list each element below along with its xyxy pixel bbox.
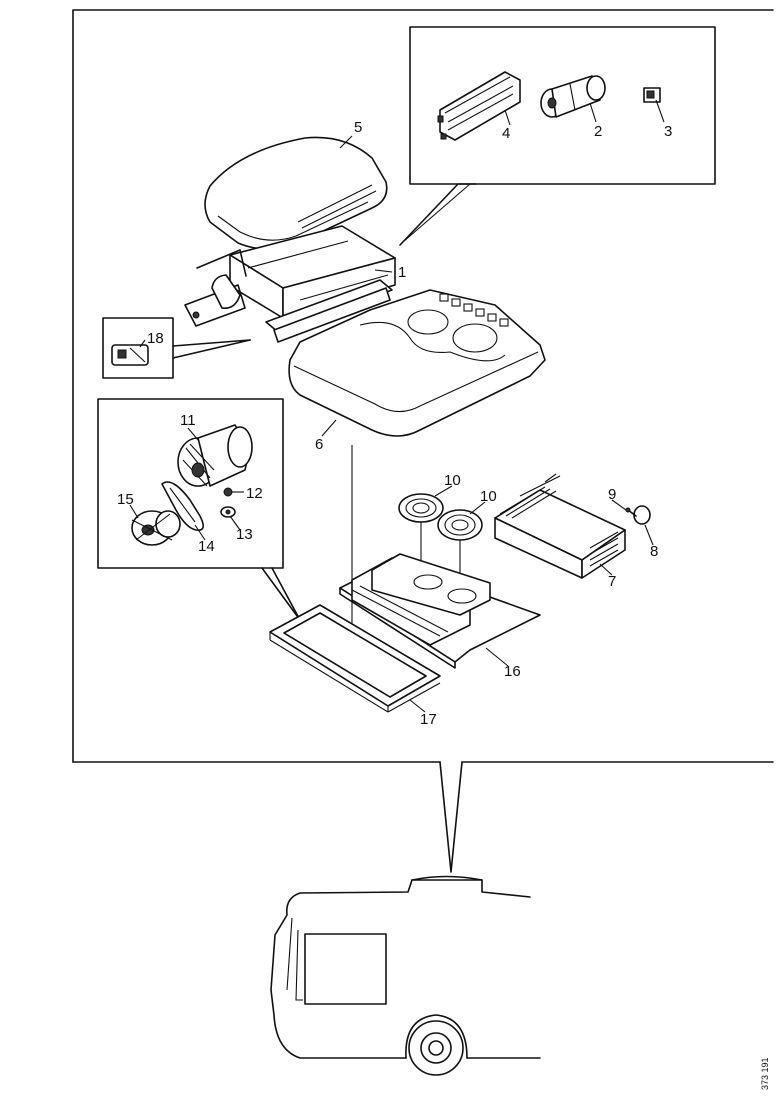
exchanger-grill	[589, 531, 619, 567]
part-7-heat-exchanger	[494, 473, 626, 579]
part-15-blower-wheel	[131, 510, 181, 546]
caravan-window	[304, 933, 387, 1005]
label-part-11: 11	[180, 412, 196, 429]
label-part-4: 4	[502, 125, 510, 142]
vehicle-pointer	[439, 761, 463, 873]
housing-vent-row	[439, 293, 509, 327]
label-part-15: 15	[117, 491, 134, 508]
part-10-fan-right	[437, 509, 483, 590]
label-part-10-right: 10	[480, 488, 497, 505]
caravan-outline	[270, 875, 541, 1076]
inset-box-top-right	[399, 26, 716, 246]
label-part-13: 13	[236, 526, 253, 543]
label-part-18: 18	[147, 330, 164, 347]
label-part-10-left: 10	[444, 472, 461, 489]
label-part-9: 9	[608, 486, 616, 503]
part-1-frame	[184, 225, 396, 343]
part-16-base-tray	[339, 553, 541, 669]
part-13-washer	[220, 506, 236, 518]
label-part-7: 7	[608, 573, 616, 590]
label-part-12: 12	[246, 485, 263, 502]
part-4-filter	[437, 71, 521, 141]
inset-box-part-18	[102, 317, 251, 379]
part-5-cover	[204, 136, 388, 251]
part-11-fan-motor	[177, 424, 253, 487]
reference-code: 373 191	[760, 1057, 770, 1090]
part-17-bottom-frame	[269, 604, 441, 713]
label-part-1: 1	[398, 264, 406, 281]
label-part-14: 14	[198, 538, 215, 555]
part-12-nut	[223, 487, 233, 497]
part-labels: 5 4 2 3 1 6 18 11 12 13 14 15 10 10 9 8 …	[117, 119, 672, 728]
label-part-5: 5	[354, 119, 362, 136]
part-6-upper-housing	[288, 289, 546, 437]
label-part-17: 17	[420, 711, 437, 728]
main-frame	[72, 9, 774, 763]
label-part-16: 16	[504, 663, 521, 680]
part-3-clip	[643, 87, 661, 103]
caravan-wheel	[405, 1014, 468, 1076]
label-part-8: 8	[650, 543, 658, 560]
label-part-3: 3	[664, 123, 672, 140]
part-8-knob	[633, 505, 651, 525]
label-part-6: 6	[315, 436, 323, 453]
part-2-motor	[540, 75, 606, 118]
inset-box-motor-assembly	[97, 398, 301, 621]
part-9-pin	[625, 507, 637, 517]
part-14-belt	[161, 481, 204, 532]
label-part-2: 2	[594, 123, 602, 140]
leader-lines	[129, 99, 665, 713]
